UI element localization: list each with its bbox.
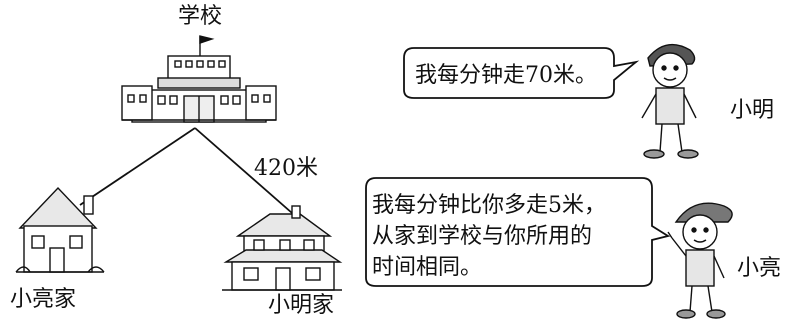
school-icon: [121, 35, 277, 123]
xiaoliang-speech-line: 我每分钟比你多走5米，: [372, 193, 606, 218]
road-school-to-xiaoliang: [79, 127, 196, 206]
xiaoming-name-label: 小明: [730, 98, 775, 123]
xiaoliang-speech-line: 时间相同。: [372, 255, 483, 280]
xiaoming-house-icon: [222, 205, 343, 291]
xiaoming-home-label: 小明家: [268, 293, 335, 318]
xiaoliang-speech-text: 我每分钟比你多走5米， 从家到学校与你所用的 时间相同。: [372, 190, 606, 283]
xiaoming-figure-icon: [641, 43, 699, 159]
xiaoming-speech-text: 我每分钟走70米。: [415, 63, 597, 88]
xiaoliang-house-icon: [15, 186, 105, 273]
xiaoliang-name-label: 小亮: [737, 256, 782, 281]
speech-bubble-xiaoming: [403, 47, 640, 99]
school-label: 学校: [178, 4, 223, 29]
xiaoliang-figure-icon: [667, 202, 733, 319]
xiaoliang-home-label: 小亮家: [10, 287, 77, 312]
road-school-to-xiaoming: [194, 127, 293, 214]
speech-bubble-xiaoliang: [365, 177, 671, 287]
xiaoliang-speech-line: 从家到学校与你所用的: [372, 224, 593, 249]
distance-label: 420米: [254, 156, 318, 181]
